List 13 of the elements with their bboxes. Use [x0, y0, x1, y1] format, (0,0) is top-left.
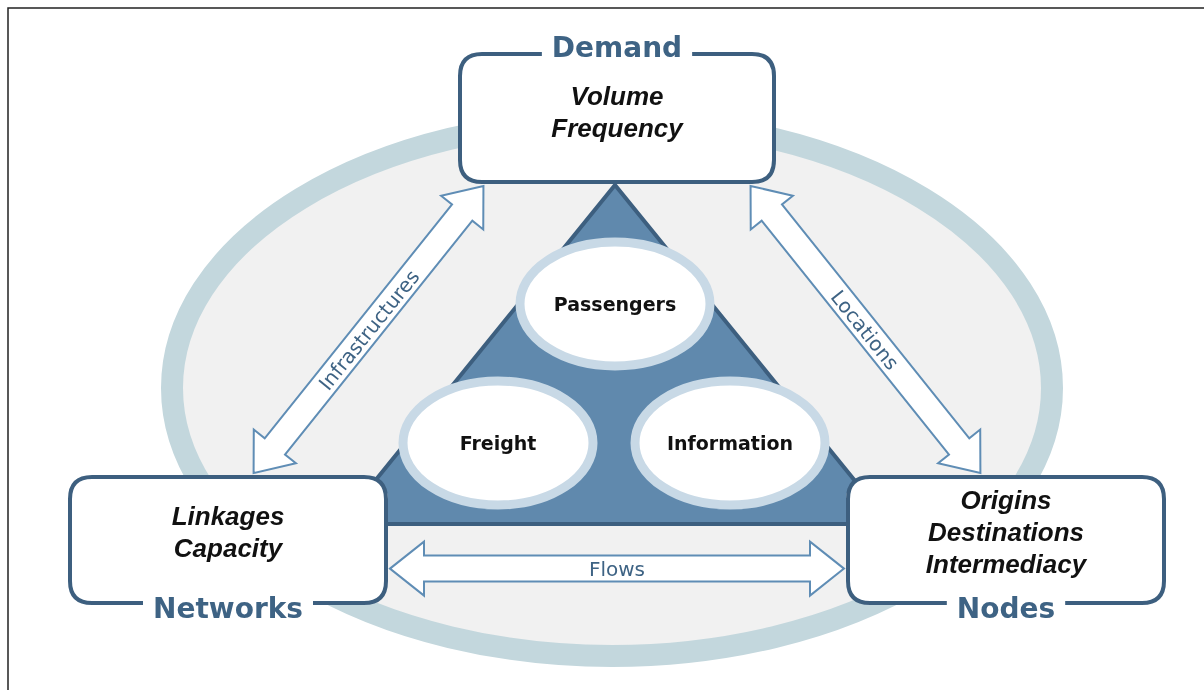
box-title: Nodes — [956, 593, 1056, 625]
box-title: Demand — [551, 32, 683, 64]
edge-label: Flows — [588, 557, 646, 580]
double-arrow — [749, 184, 982, 475]
double-arrow — [252, 184, 485, 475]
double-arrow — [388, 539, 846, 598]
node-label: Linkages Capacity — [171, 500, 285, 564]
node-label: Information — [665, 432, 795, 454]
node-label: Freight — [458, 432, 538, 454]
box-title: Networks — [153, 593, 303, 625]
node-label: Origins Destinations Intermediacy — [925, 484, 1087, 580]
node-label: Passengers — [552, 293, 678, 315]
node-label: Volume Frequency — [551, 80, 683, 144]
